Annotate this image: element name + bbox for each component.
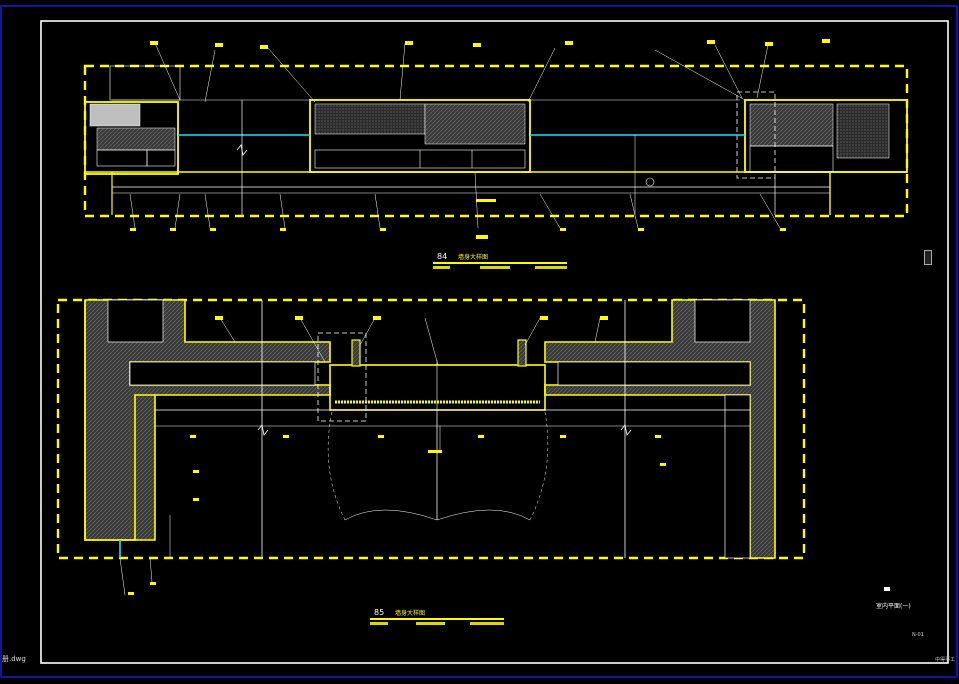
- viewport-border: [0, 5, 958, 678]
- view84-number: 84: [437, 252, 447, 261]
- sheet-number: N-01: [912, 632, 924, 638]
- sheet-title: 室内平面(一): [876, 602, 911, 610]
- file-tab[interactable]: 册.dwg: [2, 655, 26, 663]
- title-block-mark: [884, 587, 890, 591]
- view84-title: 墙身大样图: [458, 253, 488, 261]
- corner-text: 中得事工: [934, 657, 955, 663]
- view85-title: 墙身大样图: [395, 609, 425, 617]
- sheet-frame: [40, 20, 949, 664]
- detail-85: [56, 298, 806, 625]
- view85-number: 85: [374, 608, 384, 617]
- detail-84: [83, 39, 909, 269]
- viewport-scroll-marker[interactable]: [924, 250, 932, 265]
